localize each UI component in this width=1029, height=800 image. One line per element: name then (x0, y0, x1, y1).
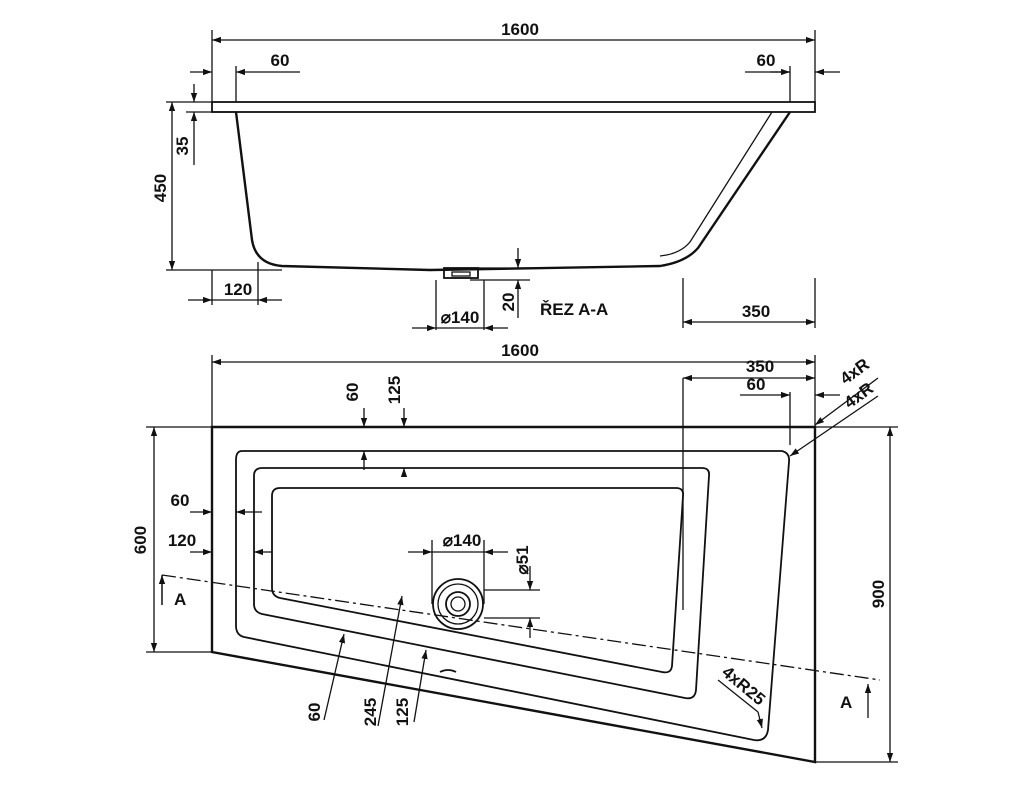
plan-right-top-label: 350 (746, 357, 774, 376)
section-width-label: 1600 (501, 20, 539, 39)
section-rim (211, 101, 816, 113)
plan-basin-outer (253, 467, 711, 700)
plan-right-rim-label: 60 (747, 375, 766, 394)
plan-rim-top-label: 60 (343, 383, 362, 402)
plan-inner-top-label: 125 (385, 376, 404, 404)
plan-drain-icon (432, 578, 484, 630)
section-rim-left-label: 60 (271, 51, 290, 70)
plan-drain-diameter-label: ⌀140 (443, 531, 482, 550)
plan-inner-left-label: 120 (168, 531, 196, 550)
plan-bottom-inner-2-label: 125 (393, 698, 412, 726)
plan-bottom-rim-label: 60 (305, 703, 324, 722)
section-line (161, 574, 881, 681)
plan-left-height-label: 600 (131, 526, 150, 554)
plan-width-label: 1600 (501, 341, 539, 360)
section-drain-diameter-label: ⌀140 (441, 308, 480, 327)
plan-view: A A (131, 341, 898, 764)
plan-overflow-icon (439, 669, 457, 673)
section-title: ŘEZ A-A (540, 300, 608, 319)
section-rim-right-label: 60 (757, 51, 776, 70)
section-tub-inner-line (659, 111, 773, 257)
plan-basin-floor (271, 487, 685, 674)
plan-outer-outline (210, 425, 817, 764)
section-right-offset-label: 350 (742, 302, 770, 321)
section-marker-left: A (174, 590, 186, 609)
section-marker-right: A (840, 693, 852, 712)
plan-bottom-inner-1-label: 245 (361, 698, 380, 726)
plan-rim-line (235, 450, 791, 742)
section-tub-outline (234, 111, 791, 272)
plan-overflow-diameter-label: ⌀51 (513, 545, 532, 574)
section-drain-icon (443, 267, 479, 279)
section-bottom-left-label: 120 (224, 280, 252, 299)
section-view: 1600 60 60 450 35 120 ⌀140 20 350 ŘEZ A-… (151, 20, 840, 332)
section-rim-depth-label: 35 (173, 137, 192, 156)
section-drain-height-label: 20 (499, 293, 518, 312)
plan-rim-left-label: 60 (171, 491, 190, 510)
plan-right-height-label: 900 (869, 580, 888, 608)
section-height-label: 450 (151, 174, 170, 202)
